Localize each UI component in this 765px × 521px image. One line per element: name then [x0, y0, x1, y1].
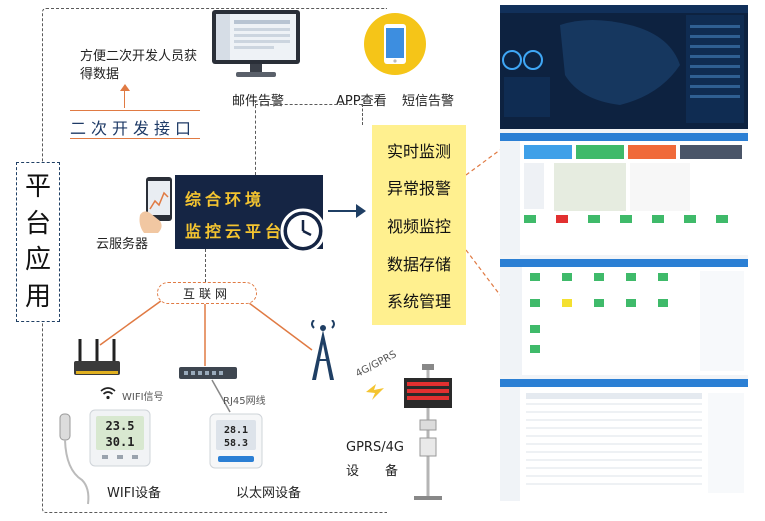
clock-icon [280, 208, 326, 254]
mail-alert-label: 邮件告警 [232, 94, 285, 109]
data-table-screenshot [500, 379, 748, 501]
connector-mail [255, 100, 256, 175]
temperature-probe-icon [59, 413, 90, 505]
eth-reading-humidity: 58.3 [224, 438, 248, 449]
wifi-signal-label: WIFI信号 [122, 392, 164, 403]
platform-screenshots-panel [500, 5, 748, 501]
wifi-sensor-device: 23.5 30.1 [89, 409, 151, 467]
platform-application-title: 平 台 应 用 [16, 162, 60, 322]
ethernet-sensor-device: 28.1 58.3 [209, 413, 263, 469]
secondary-dev-interface-label: 二次开发接口 [70, 119, 197, 138]
developer-note: 方便二次开发人员获得数据 [80, 49, 198, 82]
gprs-monitoring-station [404, 364, 452, 500]
connector-app [362, 104, 363, 125]
connector-top [255, 104, 362, 105]
title-char-2: 台 [24, 208, 51, 239]
wifi-device-label: WIFI设备 [107, 486, 161, 501]
interface-line-bottom [70, 138, 200, 139]
ethernet-device-label: 以太网设备 [236, 486, 302, 501]
cloud-server-label: 云服务器 [96, 237, 149, 252]
sms-alert-label: 短信告警 [402, 94, 455, 109]
connector-net [205, 249, 206, 282]
rj45-cable-label: RJ45网线 [223, 396, 266, 407]
interface-arrow-shaft [124, 88, 125, 108]
router-icon [74, 339, 120, 375]
gprs-device-label-line1: GPRS/4G [346, 440, 404, 455]
arrow-to-features [328, 210, 358, 212]
feature-data-storage: 数据存储 [386, 254, 451, 274]
feature-realtime-monitoring: 实时监测 [386, 141, 451, 161]
interface-arrow-head [120, 84, 130, 91]
feature-list: 实时监测 异常报警 视频监控 数据存储 系统管理 [372, 125, 466, 325]
platform-title-line1: 综合环境 [185, 190, 266, 209]
wifi-icon [100, 387, 116, 400]
wifi-reading-humidity: 30.1 [106, 435, 135, 449]
title-char-3: 应 [24, 245, 51, 276]
gprs-device-label-line2: 设备 [346, 464, 425, 479]
network-switch-icon [179, 367, 237, 379]
hand-phone-icon [139, 177, 172, 233]
feature-system-management: 系统管理 [386, 292, 451, 312]
internet-bubble: 互联网 [157, 282, 257, 304]
device-grid-screenshot [500, 259, 748, 375]
title-char-1: 平 [24, 172, 51, 203]
app-view-label: APP查看 [336, 94, 387, 109]
feature-video-monitoring: 视频监控 [386, 216, 451, 236]
smartphone-icon [364, 13, 426, 75]
feature-abnormal-alarm: 异常报警 [386, 179, 451, 199]
internet-label: 互联网 [182, 286, 231, 301]
interface-line-top [70, 110, 200, 111]
eth-reading-temp: 28.1 [224, 425, 248, 436]
title-char-4: 用 [24, 281, 51, 312]
monitor-icon [212, 10, 300, 77]
lightning-bolt-icon [366, 384, 384, 400]
wifi-reading-temp: 23.5 [106, 419, 135, 433]
platform-title-line2: 监控云平台 [185, 222, 286, 241]
arrow-head [356, 204, 366, 218]
dashboard-map-screenshot [500, 133, 748, 255]
cell-tower-icon [311, 320, 335, 380]
dashboard-dark-screenshot [500, 5, 748, 129]
